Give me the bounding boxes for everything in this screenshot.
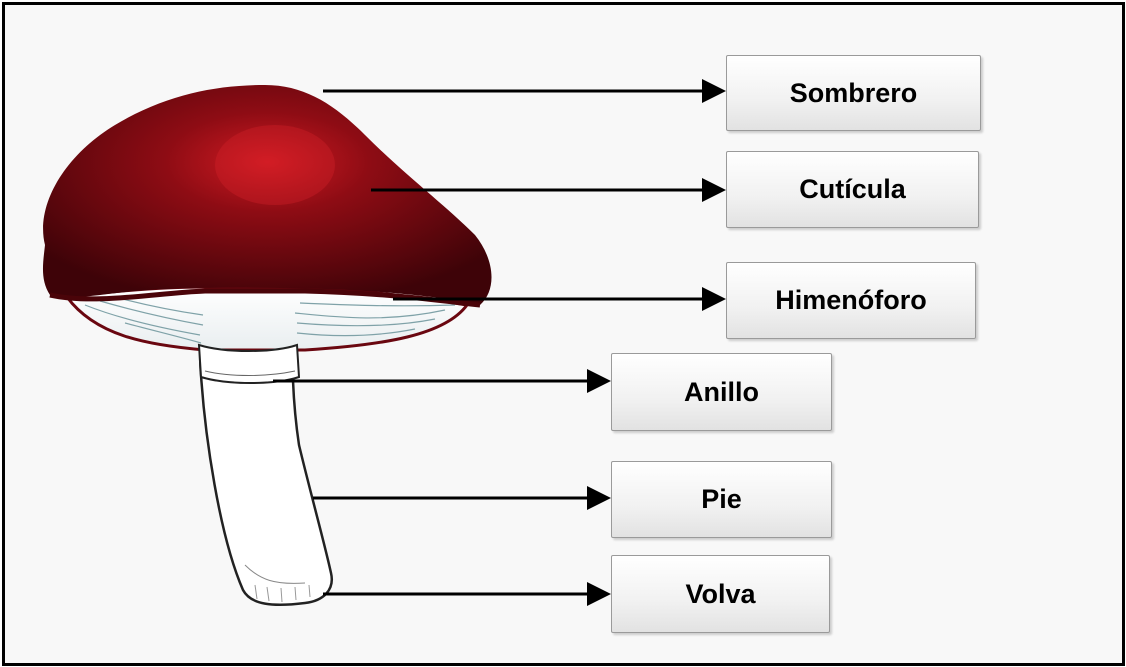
label-anillo: Anillo [611,353,832,431]
label-sombrero: Sombrero [726,55,981,131]
cap [43,85,492,305]
label-volva: Volva [611,555,830,633]
label-cuticula: Cutícula [726,151,979,228]
label-himenoforo: Himenóforo [726,262,976,339]
ring [199,345,299,383]
label-pie: Pie [611,461,832,538]
